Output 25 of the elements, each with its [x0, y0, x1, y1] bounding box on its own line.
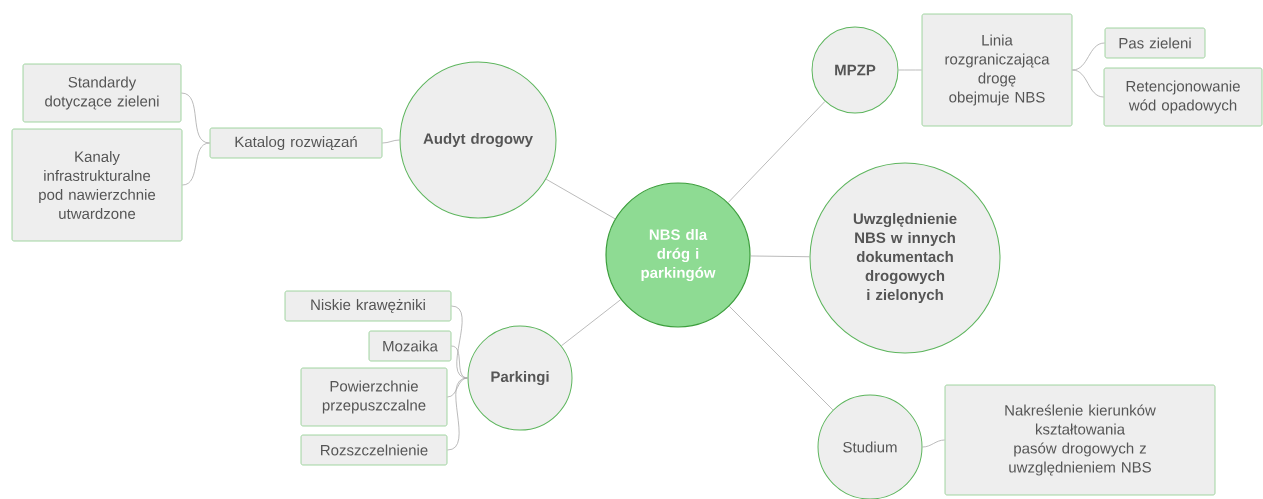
connector: [451, 345, 468, 379]
topic-box: Mozaika: [368, 330, 452, 362]
connector: [728, 305, 834, 411]
connector: [727, 101, 826, 203]
connector: [898, 69, 922, 71]
topic-box: Powierzchnie przepuszczalne: [300, 367, 448, 427]
connector: [545, 178, 616, 220]
connector: [181, 92, 210, 144]
topic-box: Pas zieleni: [1104, 27, 1206, 59]
topic-box: Kanaly infrastrukturalne pod nawierzchnie utwardzone: [11, 128, 183, 242]
connector: [447, 377, 468, 451]
topic-box: Rozszczelnienie: [300, 434, 448, 466]
connector: [182, 142, 210, 186]
topic-box: Katalog rozwiązań: [209, 127, 383, 159]
connector: [1072, 69, 1104, 98]
connector: [382, 139, 400, 144]
connector: [561, 299, 622, 347]
topic-box: Nakreślenie kierunków kształtowania pasów drogowych z uwzględnieniem NBS: [944, 384, 1216, 496]
connector: [1072, 42, 1105, 71]
topic-box: Niskie krawężniki: [284, 290, 452, 322]
topic-box: Retencjonowanie wód opadowych: [1103, 67, 1263, 127]
topic-box: Linia rozgraniczająca drogę obejmuje NBS: [921, 13, 1073, 127]
topic-box: Standardy dotyczące zieleni: [22, 63, 182, 123]
connector: [922, 439, 945, 448]
connector: [750, 255, 810, 258]
